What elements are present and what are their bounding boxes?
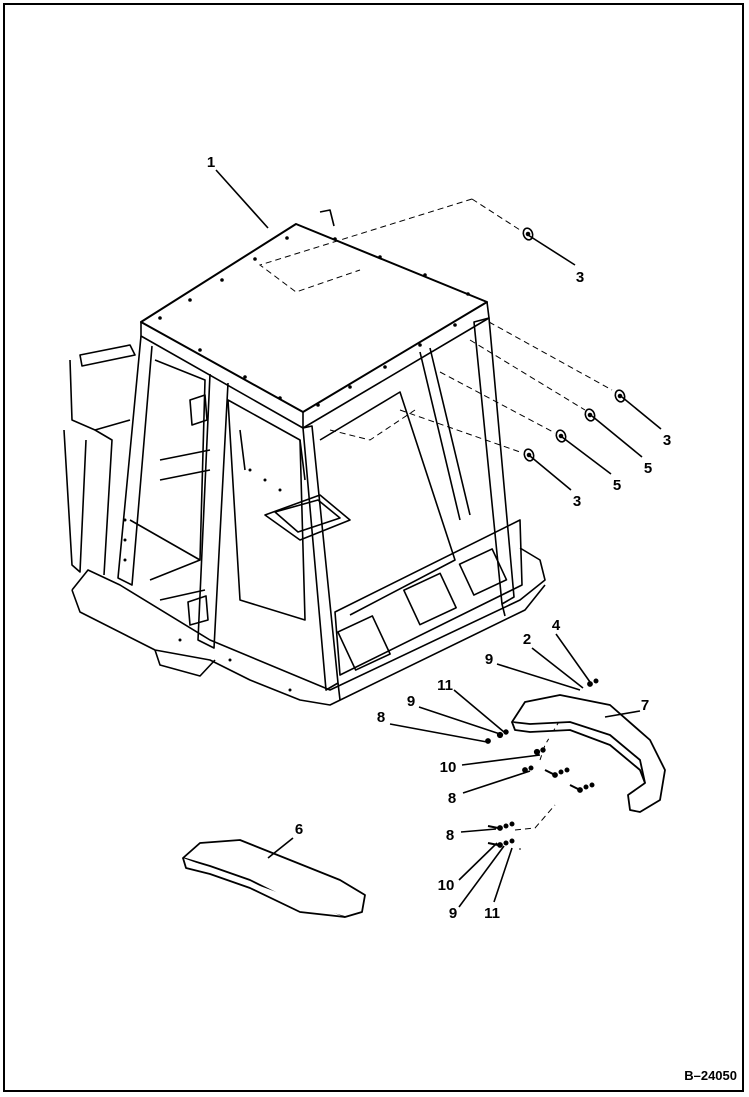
cab-assembly bbox=[63, 209, 546, 706]
leader-line bbox=[555, 633, 591, 683]
phantom-lines bbox=[258, 198, 613, 850]
leader-line bbox=[458, 845, 505, 908]
figure-id: B–24050 bbox=[684, 1068, 737, 1083]
callout-8: 8 bbox=[377, 709, 385, 726]
callout-11: 11 bbox=[437, 677, 453, 694]
callout-1: 1 bbox=[207, 154, 215, 171]
callout-3: 3 bbox=[573, 493, 581, 510]
leader-line bbox=[529, 455, 572, 491]
callout-10: 10 bbox=[440, 759, 457, 776]
callout-10: 10 bbox=[438, 877, 455, 894]
leader-line bbox=[496, 663, 581, 691]
leader-line bbox=[591, 415, 643, 458]
leader-line bbox=[461, 754, 541, 766]
callout-6: 6 bbox=[295, 821, 303, 838]
fender-right bbox=[511, 694, 666, 813]
callout-11: 11 bbox=[484, 905, 500, 922]
leader-line bbox=[460, 828, 497, 833]
callout-3: 3 bbox=[663, 432, 671, 449]
callout-9: 9 bbox=[449, 905, 457, 922]
callout-5: 5 bbox=[613, 477, 621, 494]
leader-line bbox=[215, 169, 269, 229]
leader-line bbox=[527, 234, 576, 266]
leader-line bbox=[621, 396, 662, 430]
page-border bbox=[3, 3, 744, 1092]
callout-7: 7 bbox=[641, 697, 649, 714]
callout-8: 8 bbox=[446, 827, 454, 844]
callout-2: 2 bbox=[523, 631, 531, 648]
leader-line bbox=[493, 847, 513, 903]
leader-line bbox=[604, 710, 641, 718]
fender-left bbox=[182, 839, 366, 918]
leader-line bbox=[453, 689, 505, 733]
leader-line bbox=[531, 647, 584, 689]
callout-3: 3 bbox=[576, 269, 584, 286]
callout-leaders bbox=[215, 169, 662, 908]
leader-line bbox=[389, 723, 488, 743]
leader-line bbox=[458, 842, 498, 881]
callout-5: 5 bbox=[644, 460, 652, 477]
leader-line bbox=[267, 837, 294, 859]
callout-9: 9 bbox=[485, 651, 493, 668]
roof-nuts bbox=[522, 227, 626, 462]
callout-9: 9 bbox=[407, 693, 415, 710]
callout-8: 8 bbox=[448, 790, 456, 807]
callout-4: 4 bbox=[552, 617, 561, 634]
leader-line bbox=[418, 706, 504, 736]
leader-line bbox=[561, 436, 612, 475]
leader-line bbox=[462, 770, 531, 794]
